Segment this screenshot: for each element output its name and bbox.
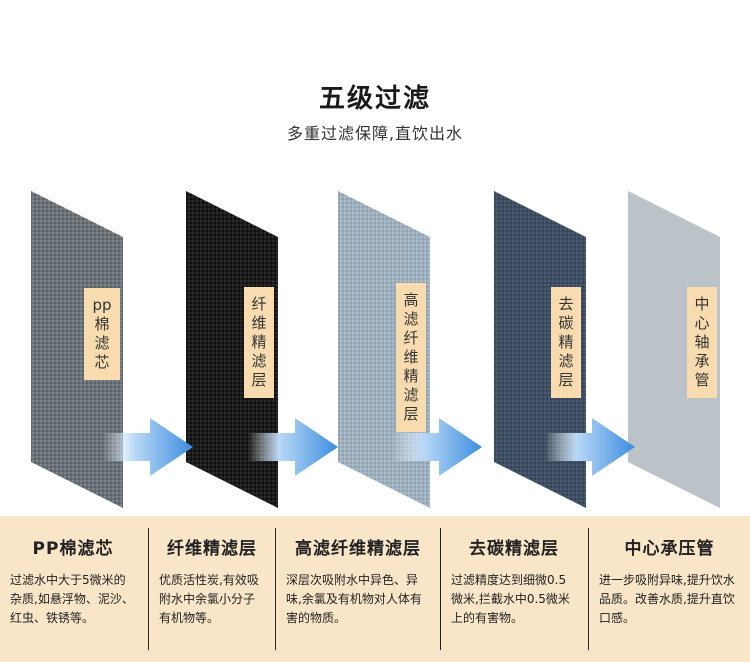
label-char: 滤	[94, 334, 110, 352]
label-char: 芯	[94, 353, 110, 371]
feature-desc: 优质活性炭,有效吸附水中余氯小分子有机物等。	[159, 573, 259, 625]
feature-title: 高滤纤维精滤层	[295, 539, 421, 559]
label-char: 去	[558, 295, 574, 313]
divider	[440, 528, 441, 650]
feature-title: PP棉滤芯	[32, 539, 114, 559]
page-subtitle: 多重过滤保障,直饮出水	[286, 124, 464, 143]
feature-title: 中心承压管	[624, 539, 715, 559]
label-char: 管	[694, 371, 710, 389]
feature-desc: 过滤水中大于5微米的杂质,如悬浮物、泥沙、红虫、铁锈等。	[10, 573, 134, 625]
label-char: 维	[403, 348, 419, 366]
feature-desc: 过滤精度达到细微0.5微米,拦截水中0.5微米上的有害物。	[451, 573, 570, 625]
label-char: 高	[403, 291, 419, 309]
filter-layers-illustration	[31, 191, 720, 508]
label-char: 纤	[251, 295, 267, 313]
divider	[275, 528, 276, 650]
layer-label-center-tube: 中 心 轴 承 管	[687, 287, 717, 398]
divider	[148, 528, 149, 650]
page-title: 五级过滤	[318, 84, 431, 114]
label-char: 滤	[403, 310, 419, 328]
label-char: 精	[558, 333, 574, 351]
feature-desc: 深层次吸附水中异色、异味,余氯及有机物对人体有害的物质。	[286, 573, 422, 625]
features-panel: PP棉滤芯 过滤水中大于5微米的杂质,如悬浮物、泥沙、红虫、铁锈等。 纤维精滤层…	[0, 516, 750, 662]
label-char: 滤	[403, 386, 419, 404]
feature-carbon: 去碳精滤层 过滤精度达到细微0.5微米,拦截水中0.5微米上的有害物。	[441, 526, 587, 652]
feature-title: 纤维精滤层	[167, 539, 257, 559]
arrow-icon	[392, 418, 482, 476]
label-char: 纤	[403, 329, 419, 347]
feature-title: 去碳精滤层	[469, 539, 559, 559]
label-char: 滤	[558, 352, 574, 370]
label-char: 承	[694, 352, 710, 370]
label-char: 轴	[694, 333, 710, 351]
arrow-icon	[545, 418, 635, 476]
label-char: 精	[403, 367, 419, 385]
label-char: 碳	[558, 314, 574, 332]
label-char: 棉	[94, 315, 110, 333]
layer-label-pp: pp 棉 滤 芯	[84, 288, 120, 380]
label-char: 中	[694, 295, 710, 313]
label-char: 层	[251, 371, 267, 389]
feature-center-tube: 中心承压管 进一步吸附异味,提升饮水品质。改善水质,提升直饮口感。	[589, 526, 750, 652]
feature-fiber: 纤维精滤层 优质活性炭,有效吸附水中余氯小分子有机物等。	[149, 526, 275, 652]
layer-label-carbon: 去 碳 精 滤 层	[551, 287, 581, 398]
label-char: 层	[558, 371, 574, 389]
feature-high-fiber: 高滤纤维精滤层 深层次吸附水中异色、异味,余氯及有机物对人体有害的物质。	[276, 526, 440, 652]
label-char: pp	[92, 296, 112, 314]
layer-fiber	[186, 191, 278, 508]
layer-pp-cotton	[31, 191, 123, 508]
feature-pp-cotton: PP棉滤芯 过滤水中大于5微米的杂质,如悬浮物、泥沙、红虫、铁锈等。	[0, 526, 146, 652]
label-char: 精	[251, 333, 267, 351]
label-char: 维	[251, 314, 267, 332]
label-char: 心	[694, 314, 710, 332]
arrow-icon	[103, 418, 193, 476]
label-char: 层	[403, 405, 419, 423]
label-char: 滤	[251, 352, 267, 370]
layer-label-fiber: 纤 维 精 滤 层	[244, 287, 274, 398]
feature-desc: 进一步吸附异味,提升饮水品质。改善水质,提升直饮口感。	[599, 573, 735, 625]
divider	[588, 528, 589, 650]
layer-label-high-fiber: 高 滤 纤 维 精 滤 层	[396, 283, 426, 432]
layer-center-tube	[628, 191, 720, 508]
layer-carbon	[494, 191, 586, 508]
arrow-icon	[248, 418, 338, 476]
